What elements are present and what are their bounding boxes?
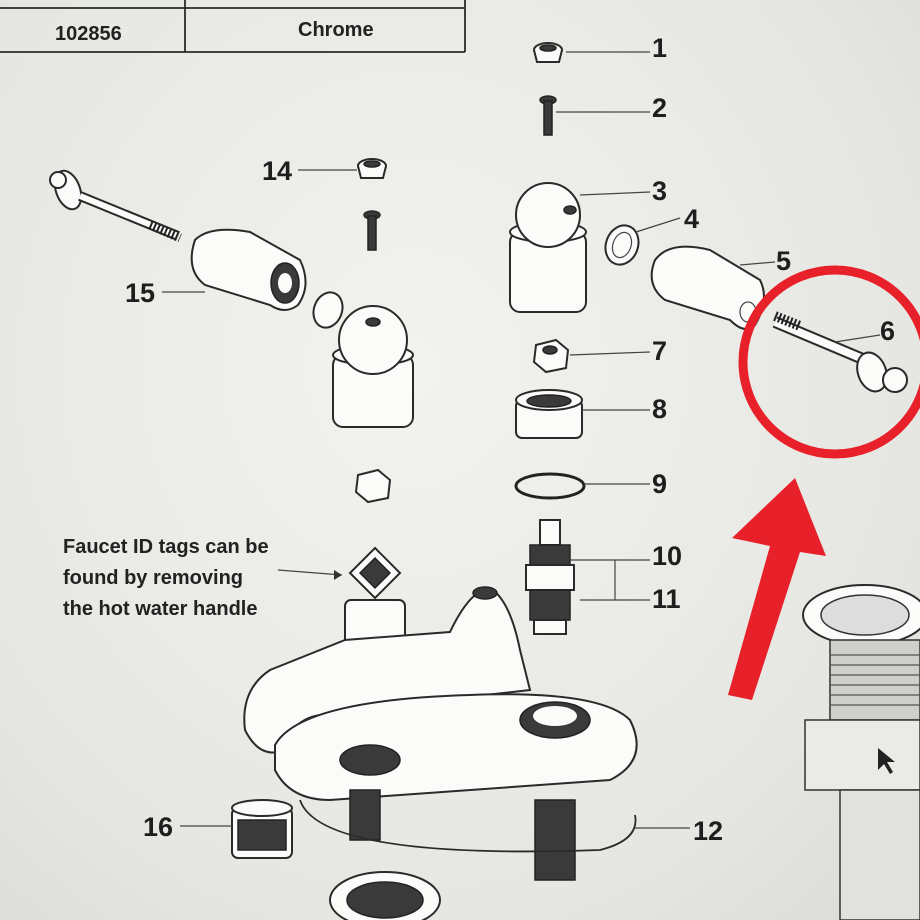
part-4-washer: [604, 217, 681, 266]
callout-11: 11: [652, 584, 681, 614]
callout-7: 7: [652, 336, 667, 366]
part-6-handle-screw: [772, 311, 908, 393]
parts-table: 102856 Chrome: [0, 0, 466, 53]
callout-1: 1: [652, 33, 667, 63]
part-10-11-cartridge: [525, 519, 650, 635]
part-1-cap: [533, 42, 650, 63]
highlight-circle: [738, 265, 920, 459]
part-2-screw: [539, 95, 650, 136]
faucet-id-note-line-1: Faucet ID tags can be: [63, 536, 269, 558]
mouse-cursor-icon: [878, 748, 895, 774]
callout-2: 2: [652, 93, 667, 123]
drain-assembly: [802, 584, 920, 920]
faucet-body: [243, 586, 690, 881]
part-3-handle-base: [509, 182, 651, 313]
faucet-id-note-line-3: the hot water handle: [63, 598, 257, 620]
part-16-aerator: [180, 799, 293, 859]
part-8-bonnet: [515, 389, 650, 439]
callout-16: 16: [143, 812, 173, 842]
faucet-id-tag: [277, 546, 402, 600]
left-handle-base: [332, 305, 414, 428]
callout-14: 14: [262, 156, 292, 186]
part-14-cap: [298, 158, 387, 251]
callout-4: 4: [684, 204, 699, 234]
callout-6: 6: [880, 316, 895, 346]
callout-9: 9: [652, 469, 667, 499]
left-nut: [354, 468, 392, 504]
callout-12: 12: [693, 816, 723, 846]
faucet-id-note-line-2: found by removing: [63, 567, 243, 589]
table-part-number: 102856: [55, 23, 122, 45]
highlight-arrow: [728, 478, 826, 700]
part-15-lever-handle: [49, 169, 307, 311]
callout-5: 5: [776, 246, 791, 276]
callout-3: 3: [652, 176, 667, 206]
callout-8: 8: [652, 394, 667, 424]
part-9-oring: [514, 472, 650, 500]
part-7-nut: [532, 338, 651, 374]
callout-10: 10: [652, 541, 682, 571]
callout-15: 15: [125, 278, 155, 308]
table-finish: Chrome: [298, 19, 374, 41]
left-washer: [312, 291, 344, 329]
red-highlight-annotation: [728, 265, 920, 700]
